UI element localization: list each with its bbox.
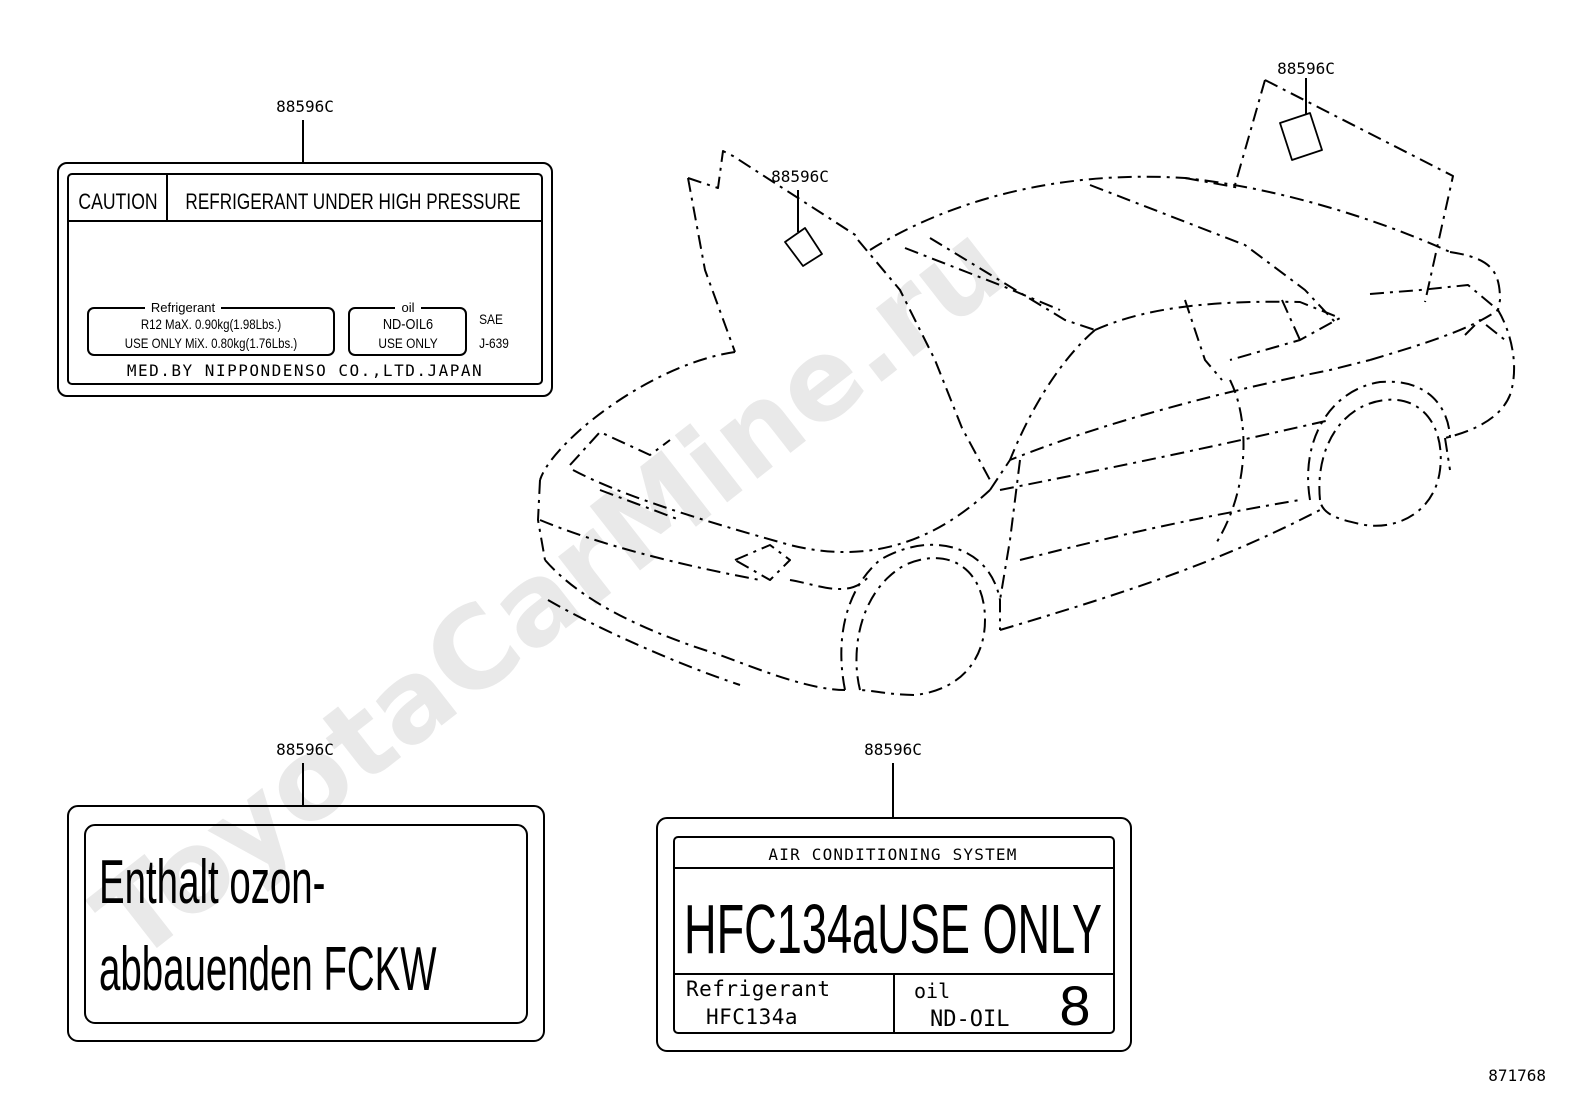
label-hfc-oil-number: 8 (1059, 974, 1090, 1037)
label-r12-oil-title: oil (401, 300, 414, 315)
label-hfc-main: HFC134aUSE ONLY (684, 890, 1102, 968)
label-r12-outer-frame (57, 162, 553, 397)
trunk-label-sticker (1279, 112, 1323, 161)
label-hfc-refrigerant-title: Refrigerant (686, 977, 831, 1001)
label-hfc-part-number: 88596C (864, 740, 922, 759)
label-r12-part-number: 88596C (276, 97, 334, 116)
label-r12-sae: SAE (479, 311, 503, 327)
label-r12-oil-line1: ND-OIL6 (383, 315, 433, 332)
label-r12-heading: REFRIGERANT UNDER HIGH PRESSURE (185, 190, 520, 215)
label-hfc-refrigerant-value: HFC134a (706, 1005, 798, 1029)
label-german-part-number: 88596C (276, 740, 334, 759)
car-hood-part-number: 88596C (771, 167, 829, 186)
label-r12-sae-code: J-639 (479, 335, 509, 351)
label-r12: 88596C CAUTION REFRIGERANT UNDER HIGH PR… (57, 97, 553, 397)
label-r12-inner-frame (67, 173, 543, 385)
label-hfc: 88596C AIR CONDITIONING SYSTEM HFC134aUS… (656, 740, 1132, 1052)
car-trunk-part-number: 88596C (1277, 59, 1335, 78)
label-german-outer-frame (67, 805, 545, 1042)
label-german-line1: Enthalt ozon- (99, 847, 325, 917)
label-r12-refrigerant-line2: USE ONLY MiX. 0.80kg(1.76Lbs.) (125, 335, 297, 351)
car-illustration: 88596C 88596C (537, 59, 1516, 696)
label-hfc-outer-frame (656, 817, 1132, 1052)
label-german-inner-frame (84, 824, 528, 1024)
label-r12-refrigerant-line1: R12 MaX. 0.90kg(1.98Lbs.) (141, 316, 281, 332)
label-german: 88596C Enthalt ozon- abbauenden FCKW (67, 740, 545, 1042)
label-r12-maker: MED.BY NIPPONDENSO CO.,LTD.JAPAN (127, 361, 483, 380)
label-r12-caution: CAUTION (78, 190, 157, 214)
label-hfc-oil-title: oil (914, 979, 950, 1003)
label-hfc-heading: AIR CONDITIONING SYSTEM (768, 845, 1017, 864)
label-r12-oil-line2: USE ONLY (378, 335, 438, 351)
label-r12-refrigerant-title: Refrigerant (151, 300, 216, 315)
hood-label-sticker (784, 227, 823, 267)
label-hfc-oil-value: ND-OIL (930, 1007, 1009, 1032)
label-german-line2: abbauenden FCKW (99, 934, 437, 1004)
figure-number: 871768 (1488, 1066, 1546, 1085)
